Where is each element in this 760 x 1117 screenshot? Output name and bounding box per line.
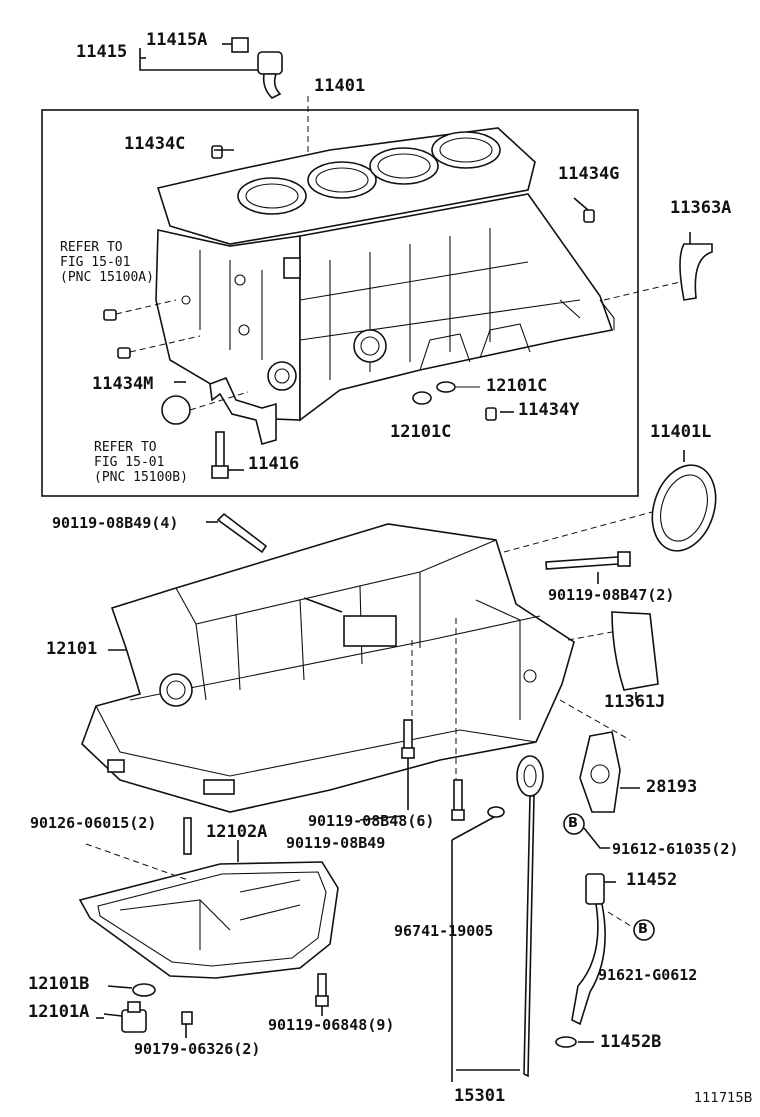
label-28193: 28193	[646, 777, 698, 797]
part-28193-gasket	[579, 731, 621, 813]
label-11434c: 11434C	[124, 134, 186, 154]
part-11434y-pin	[485, 407, 497, 421]
label-11401: 11401	[314, 76, 366, 96]
part-12101a-drain-plug	[121, 1001, 147, 1033]
part-11434g-pin	[583, 209, 595, 223]
part-12101c-plug-b	[412, 391, 432, 405]
refer-note-top: REFER TO FIG 15-01 (PNC 15100A)	[60, 240, 154, 285]
label-11401l: 11401L	[650, 422, 712, 442]
part-11363a-thrust-washer	[679, 232, 713, 301]
label-90179-06326-2: 90179-06326(2)	[134, 1040, 261, 1058]
part-90119-06848-bolt	[315, 973, 329, 1007]
part-11401-cylinder-block	[155, 127, 615, 422]
refer-top-line3: (PNC 15100A)	[60, 270, 154, 285]
part-11434c-pin	[211, 145, 223, 159]
part-11452-guide-tube	[571, 873, 606, 1026]
refer-top-line1: REFER TO	[60, 240, 123, 255]
label-11415a: 11415A	[146, 30, 208, 50]
label-11363a: 11363A	[670, 198, 732, 218]
callout-b-circle-2	[633, 919, 655, 941]
part-90119-08b48-bolt	[401, 719, 415, 759]
label-11434y: 11434Y	[518, 400, 580, 420]
part-11434m-pin	[117, 347, 131, 359]
part-11416-bolt	[211, 431, 229, 479]
part-12101-upper-oil-pan	[81, 523, 575, 813]
part-12102a-lower-oil-pan	[78, 861, 339, 979]
part-90179-06326-nut	[181, 1011, 193, 1025]
label-90119-08b48-6: 90119-08B48(6)	[308, 812, 435, 830]
callout-b-letter-2: B	[638, 922, 648, 937]
part-15301-dipstick	[516, 755, 544, 1078]
refer-bottom-line1: REFER TO	[94, 440, 157, 455]
part-12101b-gasket	[132, 983, 156, 997]
label-15301: 15301	[454, 1086, 506, 1106]
part-90119-08b49-bolt	[216, 512, 268, 554]
label-91612-61035-2: 91612-61035(2)	[612, 840, 739, 858]
label-90126-06015-2: 90126-06015(2)	[30, 814, 157, 832]
label-12101: 12101	[46, 639, 98, 659]
label-12101b: 12101B	[28, 974, 90, 994]
part-bearing-cap-lower	[161, 376, 277, 445]
label-90119-06848-9: 90119-06848(9)	[268, 1016, 395, 1034]
callout-b-letter-1: B	[568, 816, 578, 831]
label-11415: 11415	[76, 42, 128, 62]
label-12101a: 12101A	[28, 1002, 90, 1022]
part-11452b-o-ring	[555, 1036, 577, 1048]
refer-bottom-line3: (PNC 15100B)	[94, 470, 188, 485]
refer-note-bottom: REFER TO FIG 15-01 (PNC 15100B)	[94, 440, 188, 485]
part-11401l-oil-seal	[651, 450, 717, 552]
part-11361j-cover	[611, 611, 659, 691]
label-11434g: 11434G	[558, 164, 620, 184]
part-11415-fitting	[139, 37, 283, 99]
callout-b-circle-1	[563, 813, 585, 835]
label-90119-08b47-2: 90119-08B47(2)	[548, 586, 675, 604]
part-90126-06015-stud	[183, 817, 192, 855]
cylinder-block-frame	[41, 109, 639, 497]
label-11434m: 11434M	[92, 374, 154, 394]
label-11452b: 11452B	[600, 1032, 662, 1052]
part-12101c-plug-a	[436, 381, 456, 393]
label-12101c-a: 12101C	[486, 376, 548, 396]
label-91621-g0612: 91621-G0612	[598, 966, 698, 984]
part-96741-19005-o-ring	[487, 806, 505, 818]
label-12102a: 12102A	[206, 822, 268, 842]
label-11452: 11452	[626, 870, 678, 890]
label-90119-08b49-4: 90119-08B49(4)	[52, 514, 179, 532]
figure-code: 111715B	[694, 1091, 753, 1106]
refer-top-line2: FIG 15-01	[60, 255, 131, 270]
part-90119-08b49-long-bolt	[451, 779, 465, 821]
label-12101c-b: 12101C	[390, 422, 452, 442]
part-pin-left	[103, 309, 117, 321]
label-11416: 11416	[248, 454, 300, 474]
refer-bottom-line2: FIG 15-01	[94, 455, 165, 470]
label-11361j: 11361J	[604, 692, 666, 712]
part-90119-08b47-bolt	[545, 551, 631, 570]
label-90119-08b49: 90119-08B49	[286, 834, 386, 852]
label-96741-19005: 96741-19005	[394, 922, 494, 940]
